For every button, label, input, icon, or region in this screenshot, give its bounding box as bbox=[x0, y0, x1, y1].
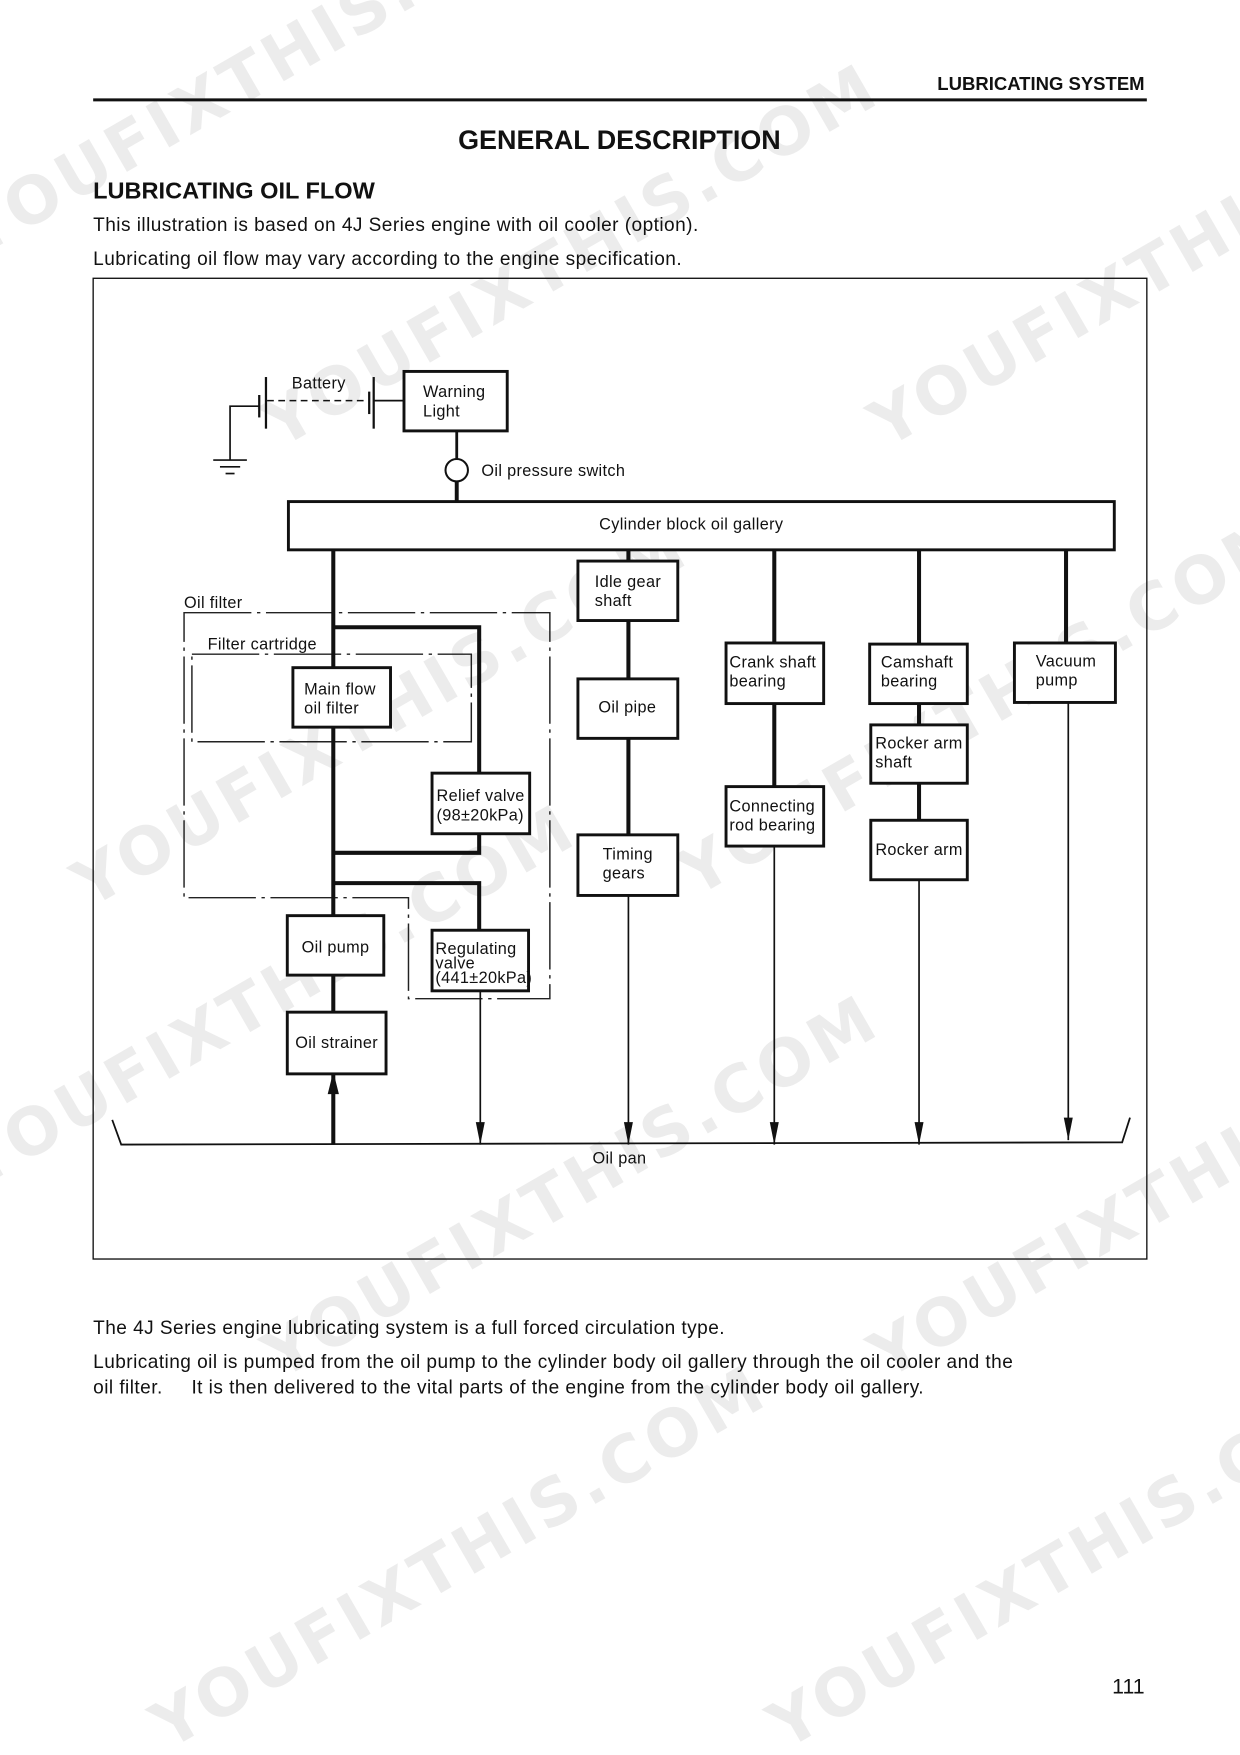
timing-gears-box bbox=[576, 833, 680, 897]
timing-gears-label: Timing bbox=[603, 846, 653, 864]
oil-strainer-label: Oil strainer bbox=[295, 1034, 378, 1052]
diagram-frame bbox=[92, 277, 1148, 1260]
main-flow-oil-filter-label: oil filter bbox=[304, 700, 359, 718]
crank-shaft-bearing-label: bearing bbox=[729, 673, 786, 691]
body-line: Lubricating oil is pumped from the oil p… bbox=[93, 1352, 1013, 1373]
connecting-rod-bearing-label: rod bearing bbox=[729, 816, 815, 834]
relief-valve-label: (98±20kPa) bbox=[437, 806, 524, 824]
battery-icon bbox=[213, 377, 404, 475]
main-flow-oil-filter-label: Main flow bbox=[304, 681, 376, 699]
oil-gallery-box bbox=[286, 500, 1116, 552]
regulating-valve-label: Regulating bbox=[435, 940, 516, 958]
page-number: 111 bbox=[1112, 1674, 1144, 1698]
rocker-arm-label: Rocker arm bbox=[875, 841, 962, 859]
arrow-down-icon bbox=[623, 1122, 633, 1145]
arrow-down-icon bbox=[475, 1122, 485, 1145]
rocker-arm-shaft-label: shaft bbox=[875, 754, 912, 772]
filter-cartridge-label: Filter cartridge bbox=[208, 636, 317, 654]
arrow-down-icon bbox=[769, 1122, 779, 1145]
arrow-down-icon bbox=[914, 1122, 924, 1145]
vacuum-pump-box bbox=[1012, 641, 1117, 704]
oil-pressure-switch-icon bbox=[444, 457, 469, 483]
oil-pan-label: Oil pan bbox=[592, 1150, 646, 1168]
arrow-down-icon bbox=[1063, 1117, 1073, 1141]
page-title: GENERAL DESCRIPTION bbox=[458, 125, 781, 155]
camshaft-bearing-label: bearing bbox=[881, 673, 938, 691]
oil-filter-housing bbox=[183, 611, 551, 1000]
camshaft-bearing-label: Camshaft bbox=[881, 654, 953, 672]
rocker-arm-shaft-box bbox=[869, 723, 969, 785]
oil-flow-diagram: Battery Warning Light Oil pressure switc… bbox=[92, 277, 1148, 1260]
idle-gear-shaft-label: shaft bbox=[595, 592, 632, 610]
warning-light-label: Light bbox=[423, 402, 460, 420]
body-line: The 4J Series engine lubricating system … bbox=[93, 1318, 725, 1339]
battery-label: Battery bbox=[292, 374, 346, 392]
main-flow-oil-filter-box bbox=[291, 666, 392, 729]
oil-strainer-box bbox=[285, 1010, 388, 1076]
intro-line: Lubricating oil flow may vary according … bbox=[93, 249, 682, 270]
oil-pump-box bbox=[285, 914, 386, 977]
vacuum-pump-label: Vacuum bbox=[1036, 653, 1096, 671]
connecting-rod-bearing-label: Connecting bbox=[729, 797, 815, 815]
body-line: oil filter. It is then delivered to the … bbox=[93, 1378, 924, 1399]
rocker-arm-shaft-label: Rocker arm bbox=[875, 734, 962, 752]
watermark: YOUFIXTHIS.COM bbox=[755, 1351, 1240, 1755]
camshaft-bearing-box bbox=[868, 642, 969, 706]
warning-light-label: Warning bbox=[423, 383, 485, 401]
warning-light-box bbox=[402, 369, 509, 433]
rocker-arm-box bbox=[869, 818, 969, 882]
arrow-up-icon bbox=[327, 1071, 339, 1095]
relief-valve-label: Relief valve bbox=[437, 787, 525, 805]
watermark: YOUFIXTHIS.COM bbox=[856, 49, 1240, 463]
watermark: YOUFIXTHIS.COM bbox=[856, 981, 1240, 1395]
intro-line: This illustration is based on 4J Series … bbox=[93, 215, 699, 236]
oil-pipe-box bbox=[576, 677, 680, 740]
oil-pressure-switch-label: Oil pressure switch bbox=[481, 462, 625, 480]
crank-shaft-bearing-box bbox=[724, 641, 826, 706]
regulating-valve-box bbox=[430, 928, 531, 993]
regulating-valve-label: valve bbox=[435, 954, 475, 972]
crank-shaft-bearing-label: Crank shaft bbox=[729, 654, 816, 672]
relief-valve-box bbox=[430, 771, 532, 836]
timing-gears-label: gears bbox=[603, 865, 645, 883]
oil-pipe-label: Oil pipe bbox=[598, 699, 656, 717]
connecting-rod-bearing-box bbox=[724, 785, 826, 848]
regulating-valve-label: (441±20kPa) bbox=[435, 969, 532, 987]
idle-gear-shaft-box bbox=[576, 559, 680, 622]
section-subtitle: LUBRICATING OIL FLOW bbox=[93, 178, 375, 204]
oil-gallery-label: Cylinder block oil gallery bbox=[599, 516, 784, 534]
section-header: LUBRICATING SYSTEM bbox=[937, 73, 1144, 94]
oil-pan-outline bbox=[111, 1117, 1131, 1146]
idle-gear-shaft-label: Idle gear bbox=[595, 573, 662, 591]
watermark: YOUFIXTHIS.COM bbox=[138, 1351, 780, 1755]
vacuum-pump-label: pump bbox=[1036, 672, 1078, 690]
oil-filter-label: Oil filter bbox=[184, 594, 243, 612]
oil-pump-label: Oil pump bbox=[302, 939, 370, 957]
